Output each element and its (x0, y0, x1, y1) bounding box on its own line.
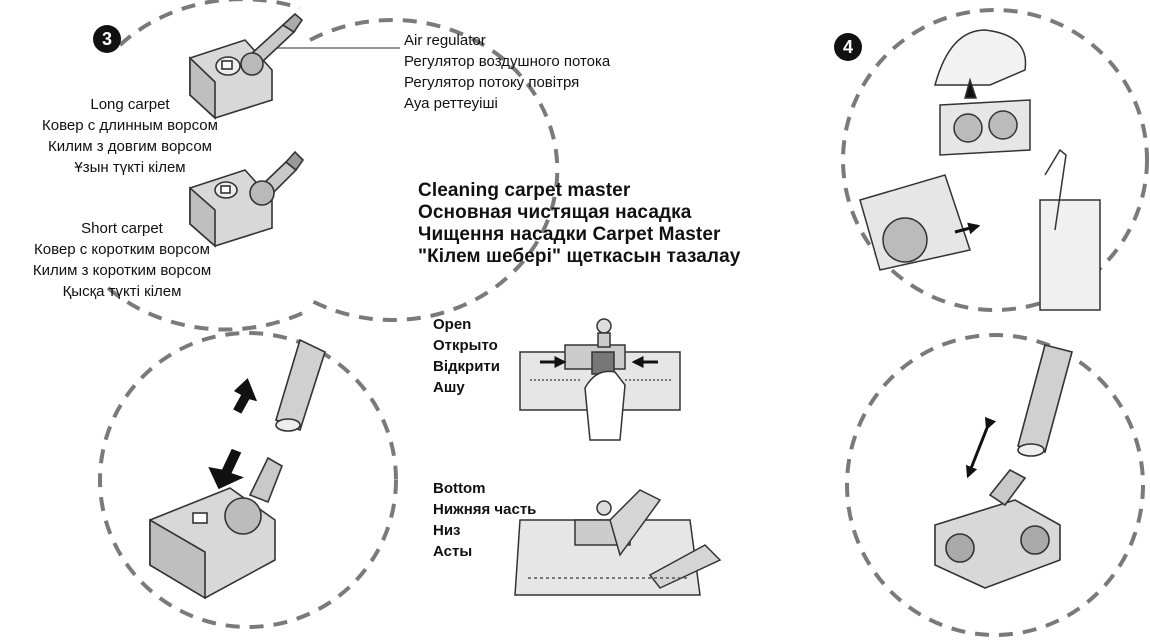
bottom-en: Bottom (433, 480, 486, 497)
up-arrow-icon (233, 378, 258, 414)
dashed-circle-step3-bottom (98, 331, 398, 629)
cleaning-title-uk: Чищення насадки Carpet Master (418, 224, 721, 245)
cleaning-title-ru: Основная чистящая насадка (418, 202, 692, 223)
open-kk: Ашу (433, 379, 465, 396)
short-carpet-label: Short carpet Ковер с коротким ворсом Кил… (2, 218, 242, 302)
dashed-circle-step4-top (841, 8, 1149, 312)
long-carpet-kk: Ұзын түкті кілем (74, 159, 186, 176)
air-regulator-ru: Регулятор воздушного потока (404, 53, 611, 70)
open-en: Open (433, 316, 472, 333)
down-arrow-icon (208, 448, 245, 490)
bottom-label: Bottom Нижняя часть Низ Асты (433, 478, 536, 562)
long-carpet-ru: Ковер с длинным ворсом (42, 117, 218, 134)
turbo-nozzle-drawing (934, 344, 1073, 589)
long-carpet-uk: Килим з довгим ворсом (48, 138, 212, 155)
bottom-uk: Низ (433, 522, 461, 539)
up-down-arrow-icon (965, 416, 997, 479)
cleaning-title-kk: "Кілем шебері" щеткасын тазалау (418, 246, 741, 267)
long-carpet-en: Long carpet (90, 96, 170, 113)
air-regulator-en: Air regulator (404, 32, 486, 49)
open-nozzle-drawing (519, 318, 681, 441)
open-uk: Відкрити (433, 358, 500, 375)
nozzle-short-carpet-drawing (189, 150, 305, 248)
nozzle-long-carpet-drawing (189, 12, 304, 120)
bottom-ru: Нижняя часть (433, 501, 537, 518)
short-carpet-ru: Ковер с коротким ворсом (34, 241, 210, 258)
air-regulator-label: Air regulator Регулятор воздушного поток… (404, 30, 610, 114)
bottom-kk: Асты (433, 543, 473, 560)
short-carpet-uk: Килим з коротким ворсом (32, 262, 212, 279)
open-label: Open Открыто Відкрити Ашу (433, 314, 500, 398)
cleaning-title-en: Cleaning carpet master (418, 180, 631, 201)
step-number-4: 4 (834, 33, 862, 61)
short-carpet-en: Short carpet (81, 220, 163, 237)
tube-attach-drawing (149, 338, 326, 600)
cleaning-title: Cleaning carpet master Основная чистящая… (418, 180, 740, 268)
dashed-circle-step4-bottom (845, 333, 1145, 637)
step-number-3: 3 (93, 25, 121, 53)
brush-cleaning-drawing (859, 29, 1101, 311)
air-regulator-uk: Регулятор потоку повітря (404, 74, 580, 91)
air-regulator-kk: Ауа реттеуіші (404, 95, 498, 112)
short-carpet-kk: Қысқа түкті кілем (62, 283, 182, 300)
dashed-circle-step3-top (106, 0, 560, 332)
open-ru: Открыто (433, 337, 498, 354)
long-carpet-label: Long carpet Ковер с длинным ворсом Килим… (10, 94, 250, 178)
bottom-nozzle-drawing (514, 489, 722, 596)
